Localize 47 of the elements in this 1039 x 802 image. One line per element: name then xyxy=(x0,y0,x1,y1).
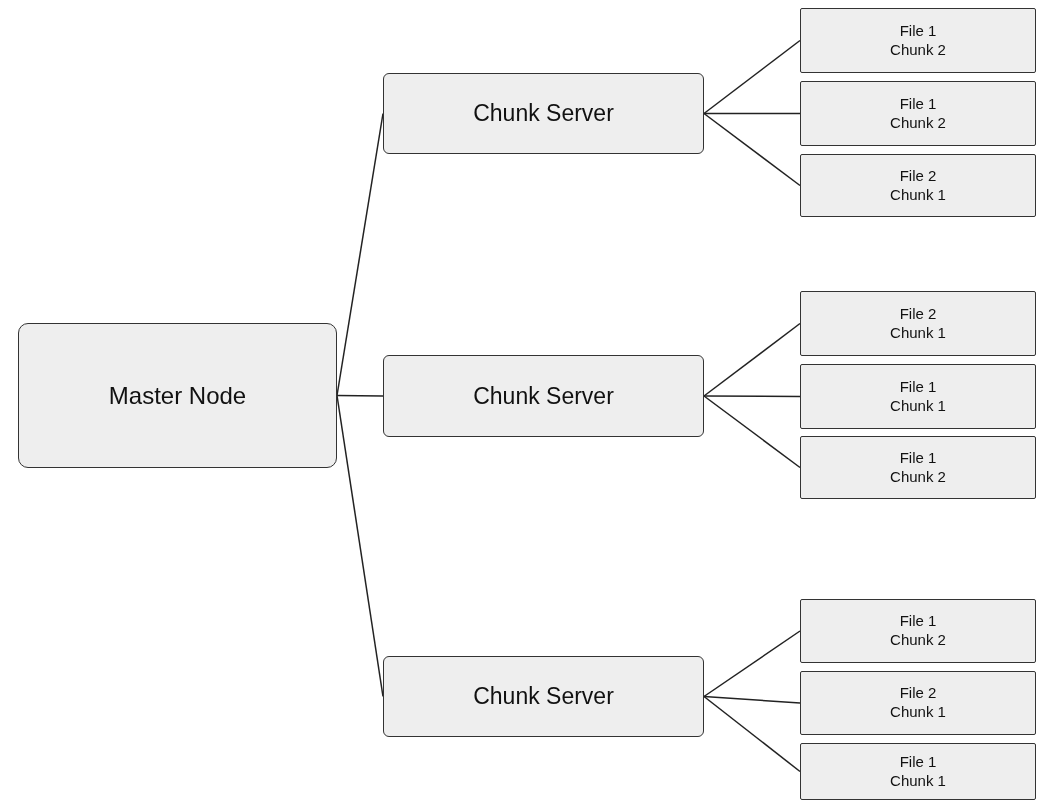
node-label: File 1 xyxy=(899,612,937,631)
node-label: Chunk 2 xyxy=(890,113,946,133)
chunk-box xyxy=(800,291,1036,356)
server-box xyxy=(383,656,704,737)
node-label: Chunk 1 xyxy=(890,771,946,791)
node-label: Chunk 2 xyxy=(890,631,946,650)
node-label: Chunk Server xyxy=(473,99,614,128)
server-box xyxy=(383,73,704,154)
connector-line xyxy=(703,395,801,398)
node-label: Chunk 1 xyxy=(890,185,946,205)
node-label: File 2 xyxy=(899,684,937,703)
connector-line xyxy=(703,112,801,187)
chunk-box xyxy=(800,364,1036,429)
node-label: File 2 xyxy=(899,304,937,324)
chunk-box xyxy=(800,8,1036,73)
chunk-box xyxy=(800,154,1036,217)
node-label: Chunk 2 xyxy=(890,467,946,487)
node-label: File 1 xyxy=(899,377,937,397)
node-label: File 1 xyxy=(899,94,937,114)
connector-line xyxy=(703,630,801,698)
node-label: Chunk 1 xyxy=(890,323,946,343)
node-label: File 1 xyxy=(899,752,937,772)
connector-line xyxy=(703,695,801,773)
node-label: Chunk Server xyxy=(473,682,614,711)
node-label: File 1 xyxy=(899,21,937,41)
connector-line xyxy=(703,695,801,704)
connector-line xyxy=(336,394,384,698)
node-label: Chunk 1 xyxy=(890,396,946,416)
node-label: File 2 xyxy=(899,166,937,186)
connector-line xyxy=(336,394,384,397)
chunk-box xyxy=(800,436,1036,499)
node-label: File 1 xyxy=(899,448,937,468)
connector-line xyxy=(703,322,801,397)
node-label: Master Node xyxy=(108,380,247,411)
server-box xyxy=(383,355,704,437)
node-label: Chunk Server xyxy=(473,381,614,411)
chunk-box xyxy=(800,671,1036,735)
connector-line xyxy=(336,112,384,397)
master-node-box xyxy=(18,323,337,468)
node-label: Chunk 1 xyxy=(890,703,946,722)
chunk-box xyxy=(800,743,1036,800)
connector-line xyxy=(703,112,801,115)
connector-line xyxy=(703,395,801,469)
chunk-box xyxy=(800,81,1036,146)
node-label: Chunk 2 xyxy=(890,40,946,60)
connector-line xyxy=(703,39,801,115)
chunk-box xyxy=(800,599,1036,663)
